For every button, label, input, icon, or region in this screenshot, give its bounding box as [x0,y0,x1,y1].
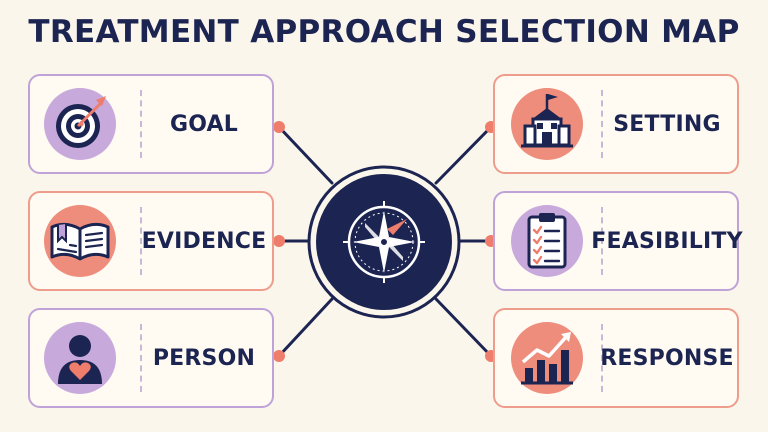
person-heart-icon [44,322,116,394]
factor-card-setting: SETTING [493,74,739,174]
card-divider [601,207,603,275]
clipboard-checklist-icon [511,205,583,277]
connector-dot-evidence [273,235,285,247]
factor-card-goal: GOAL [28,74,274,174]
growth-chart-icon [511,322,583,394]
factor-label-evidence: EVIDENCE [141,228,267,254]
factor-label-goal: GOAL [169,111,238,137]
factor-label-feasibility: FEASIBILITY [591,228,743,254]
factor-label-setting: SETTING [613,111,721,137]
card-divider [140,207,142,275]
factor-card-person: PERSON [28,308,274,408]
target-icon [44,88,116,160]
card-divider [140,324,142,392]
connector-dot-person [273,350,285,362]
factor-label-response: RESPONSE [600,345,734,371]
page-title: TREATMENT APPROACH SELECTION MAP [28,14,740,50]
factor-label-person: PERSON [152,345,256,371]
card-divider [601,90,603,158]
open-book-icon [44,205,116,277]
compass-icon [307,165,461,323]
connector-dot-goal [273,121,285,133]
card-divider [140,90,142,158]
factor-card-response: RESPONSE [493,308,739,408]
school-building-icon [511,88,583,160]
factor-card-feasibility: FEASIBILITY [493,191,743,291]
factor-card-evidence: EVIDENCE [28,191,274,291]
card-divider [601,324,603,392]
